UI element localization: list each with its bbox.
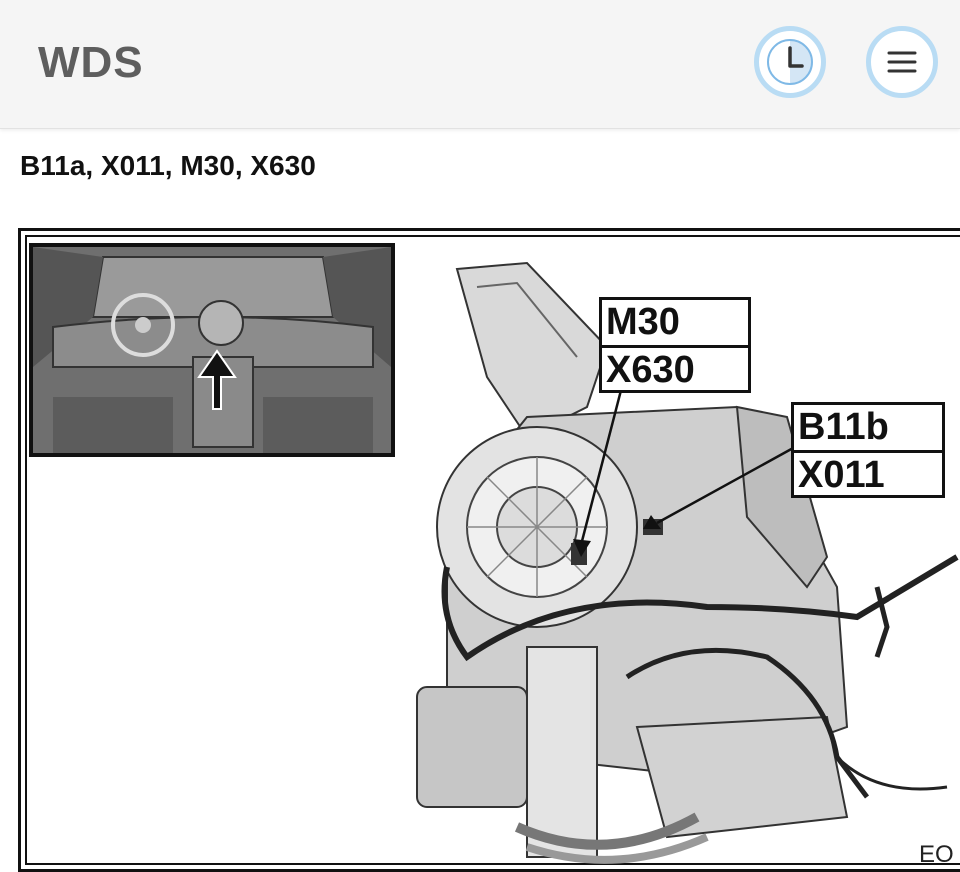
figure-code: EO — [919, 841, 954, 868]
page-heading: B11a, X011, M30, X630 — [20, 150, 316, 181]
vehicle-interior-inset — [29, 243, 395, 457]
callout-label: M30 — [606, 301, 680, 343]
history-button[interactable] — [754, 26, 826, 98]
clock-icon — [767, 39, 813, 85]
callout-b11b-x011: B11b X011 — [791, 402, 945, 498]
app-title: WDS — [38, 38, 144, 87]
figure-frame: M30 X630 B11b X011 EO — [25, 235, 960, 868]
hamburger-menu-icon — [887, 51, 917, 73]
callout-label: B11b — [798, 406, 889, 448]
menu-button[interactable] — [866, 26, 938, 98]
component-location-figure: M30 X630 B11b X011 EO — [18, 228, 960, 872]
hvac-assembly-illustration — [416, 261, 959, 864]
callout-label: X630 — [602, 345, 748, 391]
dashboard-illustration — [33, 247, 391, 453]
callout-m30-x630: M30 X630 — [599, 297, 751, 393]
app-bar: WDS — [0, 0, 960, 129]
callout-label: X011 — [794, 450, 942, 496]
